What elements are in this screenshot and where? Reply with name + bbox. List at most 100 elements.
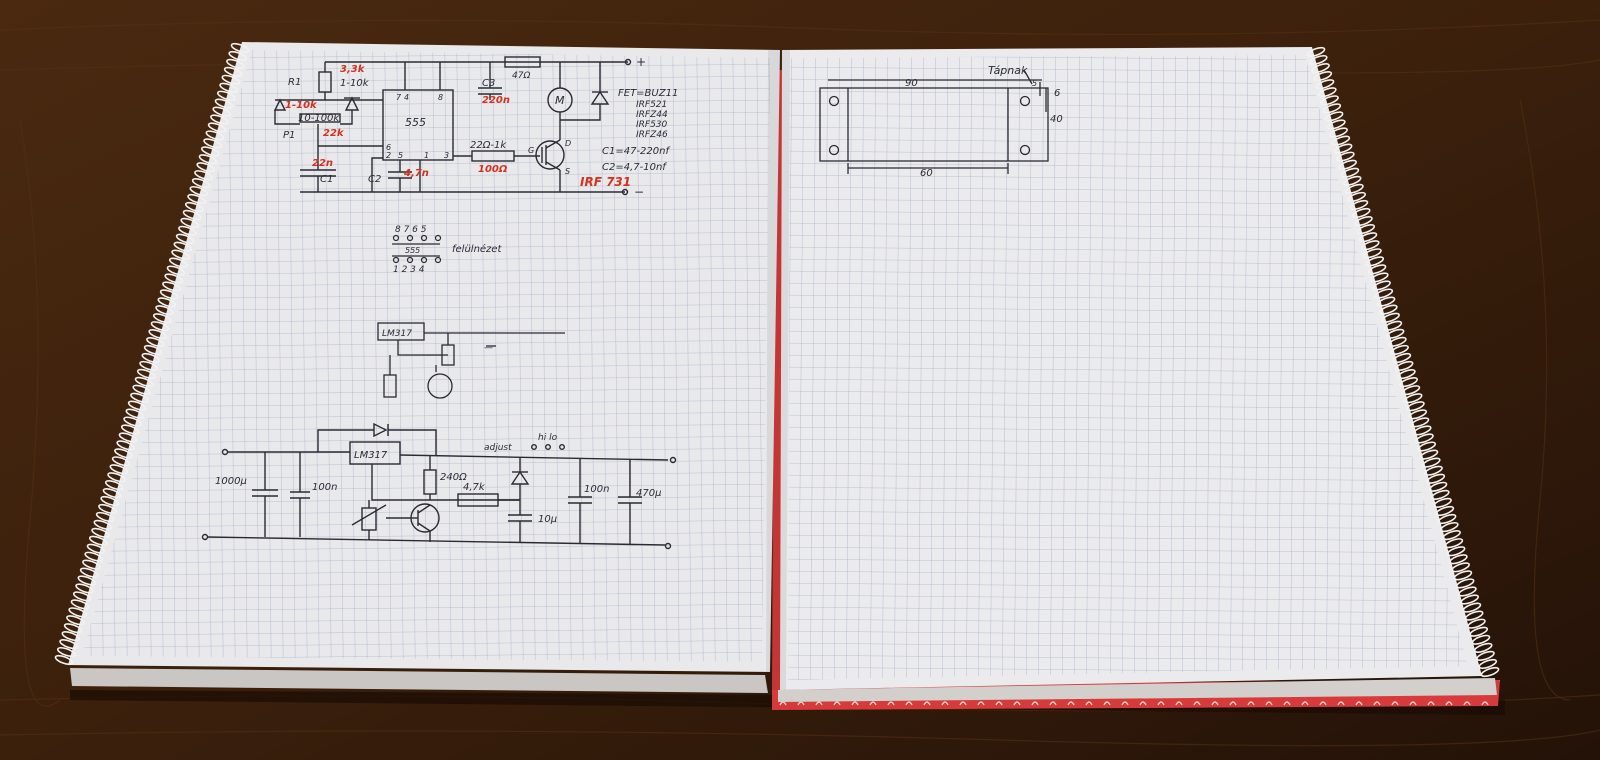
spiral-coil [1369,272,1389,283]
spiral-coil [1374,288,1394,299]
ic-pinout-sketch [392,234,442,264]
switch-note: hi lo [538,433,558,443]
label-motor: M [555,94,565,107]
spiral-coil [1394,360,1414,372]
spiral-coil [1378,304,1398,315]
label-c2: C2 [368,174,381,185]
right-page-stack [778,678,1497,702]
spiral-coil [1397,368,1416,380]
pin-5: 5 [398,151,403,160]
label-drain: D [565,139,571,148]
spiral-coil [111,456,131,467]
label-r1-value: 3,3k [340,64,366,75]
spiral-coil [1392,352,1412,364]
spiral-coil [1453,570,1473,581]
spiral-coil [150,321,170,332]
spiral-coil [54,654,74,666]
spiral-coil [200,146,220,157]
spiral-coil [59,639,78,650]
regulator-ic: LM317 [354,450,388,461]
spiral-coil [171,249,190,260]
spiral-coil [1360,240,1380,251]
spiral-coil [1331,135,1351,146]
label-r1-range: 1-10k [340,78,370,89]
pinout-labels: 8 7 6 5 555 1 2 3 4 felülnézet [393,225,502,275]
spiral-coil [1439,521,1459,533]
spiral-coil [214,98,234,109]
label-r1: R1 [288,77,301,88]
label-p1-alt: 22k [323,128,345,139]
spiral-coil [68,607,88,618]
spiral-coil [157,297,177,308]
spiral-coil [1399,377,1418,388]
cap-10u: 10μ [538,514,557,525]
spiral-coil [66,615,85,626]
pin-7: 7 [396,93,402,102]
spiral-coil [139,360,158,372]
spiral-coil [230,42,250,54]
spiral-coil [1311,63,1330,74]
spiral-coil [1401,385,1421,396]
spiral-coil [1446,546,1466,557]
lm317-sketch-ic: LM317 [382,329,412,339]
spiral-coil [155,305,174,316]
fet-list-1: FET=BUZ11 [618,88,678,99]
fet-list-3: IRFZ44 [636,110,668,120]
spiral-coil [61,631,81,642]
label-plus: + [636,55,646,69]
spiral-coil [1351,207,1371,219]
label-c3-value: 220n [482,95,510,106]
spiral-coil [1419,449,1439,460]
label-gate: G [528,146,534,155]
spiral-coil [116,440,136,451]
fet-list-5: IRFZ46 [636,130,668,140]
cap-out-small: 100n [584,484,609,495]
spiral-coil [114,448,133,459]
cap-out-big: 470μ [636,488,661,499]
fet-list-2: IRF521 [636,100,667,110]
timer-pwm-schematic [273,56,632,196]
spiral-coil [1372,280,1391,291]
pin-8: 8 [438,93,443,102]
left-page-stack [70,668,768,693]
pinout-ic: 555 [405,246,420,255]
spiral-coil [123,416,142,427]
spiral-coil [1381,312,1400,323]
spiral-coil [1473,642,1493,653]
spiral-coil [1308,54,1328,66]
spiral-coil [184,201,204,213]
spiral-coil [1327,119,1346,130]
spiral-coil [82,559,101,570]
spiral-coil [1367,264,1387,275]
spiral-coil [175,233,195,244]
spiral-coil [182,209,202,221]
spiral-coil [1383,320,1403,331]
label-source: S [565,167,570,176]
spiral-coil [1449,554,1468,565]
spiral-coil [1451,562,1470,573]
label-p1-range: 10-100k [298,113,340,124]
spiral-coil [93,519,113,530]
spiral-coil [1324,111,1344,122]
spiral-coil [109,464,129,475]
cap-in-small: 100n [312,482,337,493]
spiral-coil [1424,465,1443,476]
spiral-coil [1435,505,1455,517]
spiral-coil [223,66,243,77]
spiral-coil [166,265,186,276]
spiral-coil [95,511,115,523]
spiral-coil [1464,610,1484,621]
spiral-coil [1458,586,1477,597]
spiral-coil [132,384,152,395]
res-47k: 4,7k [463,482,486,493]
chosen-fet: IRF 731 [580,175,631,189]
spiral-coil [127,400,147,411]
spiral-coil [1471,634,1491,645]
spiral-coil [1365,256,1385,267]
spiral-coil [56,646,76,658]
spiral-coil [143,344,163,356]
spiral-coil [1442,530,1461,541]
spiral-coil [178,225,197,236]
spiral-coil [148,329,168,340]
